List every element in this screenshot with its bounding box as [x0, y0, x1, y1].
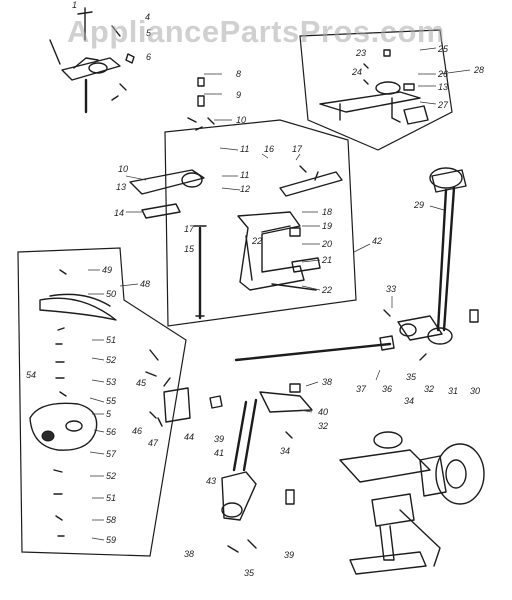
part-label: 28 — [473, 65, 484, 75]
top-right-assembly — [299, 29, 453, 151]
part-label: 52 — [106, 355, 116, 365]
part-label: 57 — [106, 449, 117, 459]
connecting-rod — [427, 167, 479, 345]
part-label: 18 — [322, 207, 332, 217]
part-label: 26 — [437, 69, 448, 79]
part-label: 12 — [240, 184, 250, 194]
part-label: 13 — [116, 182, 126, 192]
part-label: 5 — [146, 28, 152, 38]
part-label: 29 — [413, 200, 424, 210]
part-label: 38 — [184, 549, 194, 559]
part-label: 40 — [318, 407, 328, 417]
left-panel-assembly — [17, 247, 187, 557]
part-label: 37 — [356, 384, 367, 394]
part-label: 25 — [437, 44, 449, 54]
part-label: 41 — [214, 448, 224, 458]
part-label: 34 — [280, 446, 290, 456]
part-label: 54 — [26, 370, 36, 380]
part-label: 42 — [372, 236, 382, 246]
part-label: 22 — [321, 285, 332, 295]
part-label: 45 — [136, 378, 147, 388]
part-label: 31 — [448, 386, 458, 396]
part-label: 1 — [72, 0, 77, 10]
part-label: 17 — [184, 224, 195, 234]
part-label: 39 — [214, 434, 224, 444]
part-label: 44 — [184, 432, 194, 442]
part-label: 9 — [236, 90, 241, 100]
center-bottom-assembly — [149, 309, 443, 553]
part-label: 53 — [106, 377, 116, 387]
part-label: 15 — [184, 244, 195, 254]
part-label: 11 — [240, 170, 249, 180]
part-label: 20 — [321, 239, 332, 249]
part-label: 16 — [264, 144, 274, 154]
part-label: 10 — [236, 115, 246, 125]
part-label: 35 — [244, 568, 255, 578]
part-label: 58 — [106, 515, 116, 525]
part-label: 43 — [206, 476, 216, 486]
part-label: 49 — [102, 265, 112, 275]
part-label: 59 — [106, 535, 116, 545]
part-label: 22 — [251, 236, 262, 246]
part-label: 5 — [106, 409, 112, 419]
part-label: 11 — [240, 144, 249, 154]
part-label: 51 — [106, 493, 116, 503]
part-label: 19 — [322, 221, 332, 231]
part-labels: 1 4 5 6 8 9 10 11 16 17 10 13 11 12 14 1… — [26, 0, 484, 578]
part-label: 23 — [355, 48, 366, 58]
part-label: 30 — [470, 386, 480, 396]
part-label: 4 — [145, 12, 150, 22]
part-label: 27 — [437, 100, 449, 110]
part-label: 47 — [148, 438, 159, 448]
part-label: 14 — [114, 208, 124, 218]
part-label: 39 — [284, 550, 294, 560]
center-assembly — [129, 77, 357, 327]
part-label: 38 — [322, 377, 332, 387]
part-label: 10 — [118, 164, 128, 174]
part-label: 24 — [351, 67, 362, 77]
part-label: 6 — [146, 52, 151, 62]
part-label: 8 — [236, 69, 241, 79]
part-label: 17 — [292, 144, 303, 154]
part-label: 55 — [106, 396, 117, 406]
part-label: 33 — [386, 284, 396, 294]
leader-lines — [88, 47, 471, 541]
part-label: 52 — [106, 471, 116, 481]
part-label: 36 — [382, 384, 392, 394]
part-label: 32 — [424, 384, 434, 394]
part-label: 21 — [321, 255, 332, 265]
part-label: 13 — [438, 82, 448, 92]
part-label: 34 — [404, 396, 414, 406]
bottom-right-mechanism — [339, 431, 485, 575]
part-label: 50 — [106, 289, 116, 299]
part-label: 32 — [318, 421, 328, 431]
part-label: 48 — [140, 279, 150, 289]
part-label: 56 — [106, 427, 116, 437]
part-label: 35 — [406, 372, 417, 382]
top-left-assembly — [49, 7, 135, 114]
part-label: 51 — [106, 335, 116, 345]
part-label: 46 — [132, 426, 142, 436]
